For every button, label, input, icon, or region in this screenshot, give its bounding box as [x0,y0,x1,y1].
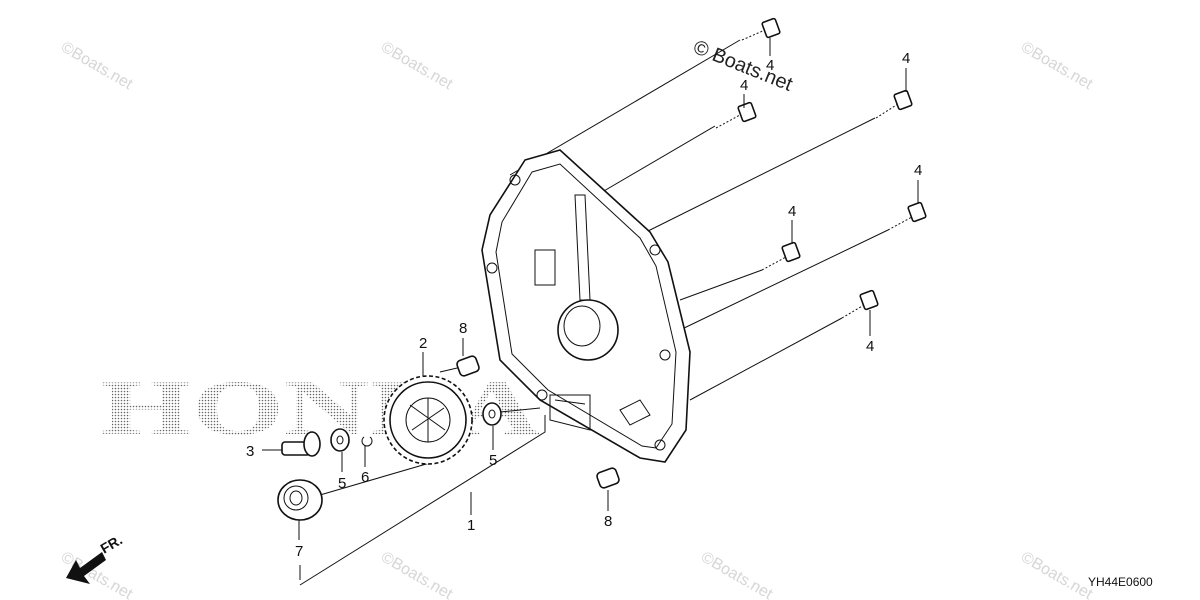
callout-ticks [298,38,919,540]
washer-part [482,402,502,426]
watermark-text: ©Boats.net [378,39,456,94]
callout-4: 4 [788,203,796,220]
brand-logo-text: HONDA [100,364,540,451]
callout-1: 1 [467,517,475,534]
bolt-part [741,17,781,41]
callout-8: 8 [604,513,612,530]
bolt-part [887,201,927,231]
bolt-part [761,241,801,271]
callout-4: 4 [902,50,910,67]
callout-4: 4 [740,77,748,94]
watermark-text: ©Boats.net [698,549,776,600]
watermark-text: ©Boats.net [378,549,456,600]
dowel-pin-part [596,467,620,489]
callout-5: 5 [338,475,346,492]
callout-4: 4 [914,162,922,179]
case-cover-part [481,149,691,463]
watermark-text: ©Boats.net [1018,549,1096,600]
callout-2: 2 [419,335,427,352]
bolt-part [715,101,757,129]
dowel-pin-part [456,355,480,377]
bolt-part [841,289,879,319]
bolt-part [875,89,913,119]
callout-8: 8 [459,320,467,337]
clip-part [361,436,373,447]
callout-7: 7 [295,543,303,560]
callout-4: 4 [866,338,874,355]
callout-3: 3 [246,443,254,460]
diagram-code: YH44E0600 [1088,575,1153,589]
callout-6: 6 [361,469,369,486]
front-arrow-icon [66,552,106,584]
leader-lines [299,39,889,586]
callout-5: 5 [489,452,497,469]
washer-part [330,428,350,452]
shaft-part [262,431,321,457]
watermark-text: ©Boats.net [58,39,136,94]
oil-seal-part [277,479,323,521]
gear-part [383,375,473,465]
callout-4: 4 [766,57,774,74]
watermark-text: ©Boats.net [1018,39,1096,94]
